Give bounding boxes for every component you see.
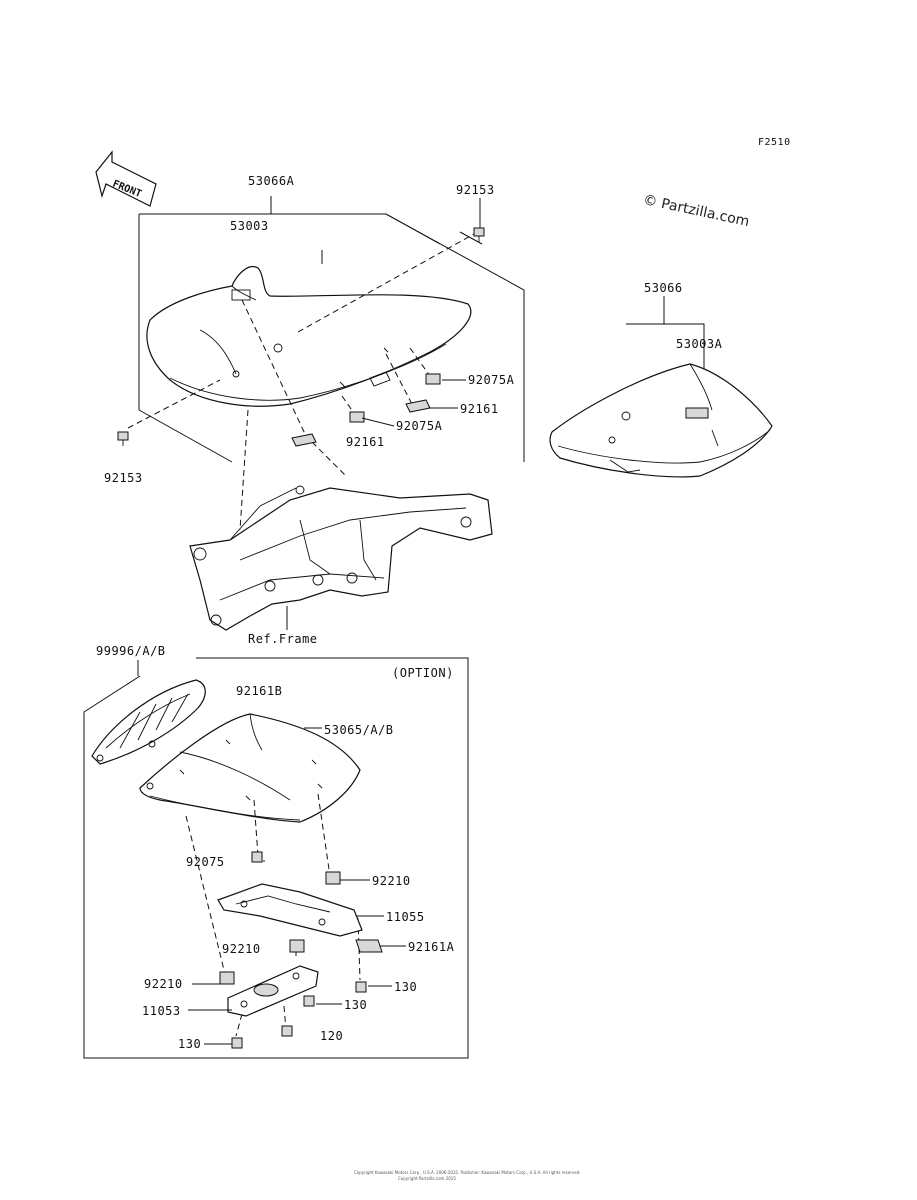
part-label-92075A-1: 92075A xyxy=(468,373,515,387)
part-label-11055: 11055 xyxy=(386,910,425,924)
option-box xyxy=(83,657,469,1059)
part-label-99996: 99996/A/B xyxy=(96,644,166,658)
part-label-92161B: 92161B xyxy=(236,684,283,698)
main-seat-guides xyxy=(127,233,475,531)
part-label-120: 120 xyxy=(320,1029,344,1043)
part-label-53066A: 53066A xyxy=(248,174,295,188)
main-seat-leaders xyxy=(138,196,525,463)
part-label-92153-top: 92153 xyxy=(456,183,495,197)
grab-rail xyxy=(91,679,206,765)
option-hardware xyxy=(217,851,383,1049)
part-label-92161-2: 92161 xyxy=(346,435,385,449)
rear-frame xyxy=(189,485,493,631)
part-label-53066: 53066 xyxy=(644,281,683,295)
part-label-130-3: 130 xyxy=(178,1037,202,1051)
part-label-11053: 11053 xyxy=(142,1004,181,1018)
part-label-92161-1: 92161 xyxy=(460,402,499,416)
ref-frame-label: Ref.Frame xyxy=(248,632,318,646)
part-label-92153-left: 92153 xyxy=(104,471,143,485)
part-label-130-1: 130 xyxy=(394,980,418,994)
seat-cowl xyxy=(139,713,361,823)
footer-copyright-1: Copyright Kawasaki Motors Corp., U.S.A. … xyxy=(354,1170,581,1175)
part-label-53003A: 53003A xyxy=(676,337,723,351)
option-label: (OPTION) xyxy=(392,666,454,680)
pillion-seat xyxy=(549,363,773,478)
front-arrow-icon: FRONT xyxy=(95,150,157,207)
label-leaders xyxy=(188,198,481,1045)
main-fasteners xyxy=(117,227,485,447)
figure-code: F2510 xyxy=(758,137,791,148)
part-label-92075: 92075 xyxy=(186,855,225,869)
part-label-92210-3: 92210 xyxy=(144,977,183,991)
part-label-130-2: 130 xyxy=(344,998,368,1012)
part-label-92210-2: 92210 xyxy=(222,942,261,956)
part-label-92075A-2: 92075A xyxy=(396,419,443,433)
part-label-92210-1: 92210 xyxy=(372,874,411,888)
part-label-53065: 53065/A/B xyxy=(324,723,394,737)
footer-copyright-2: Copyright Partzilla.com 2015 xyxy=(398,1176,456,1181)
part-label-53003: 53003 xyxy=(230,219,269,233)
part-label-92161A: 92161A xyxy=(408,940,455,954)
main-seat xyxy=(146,266,472,407)
